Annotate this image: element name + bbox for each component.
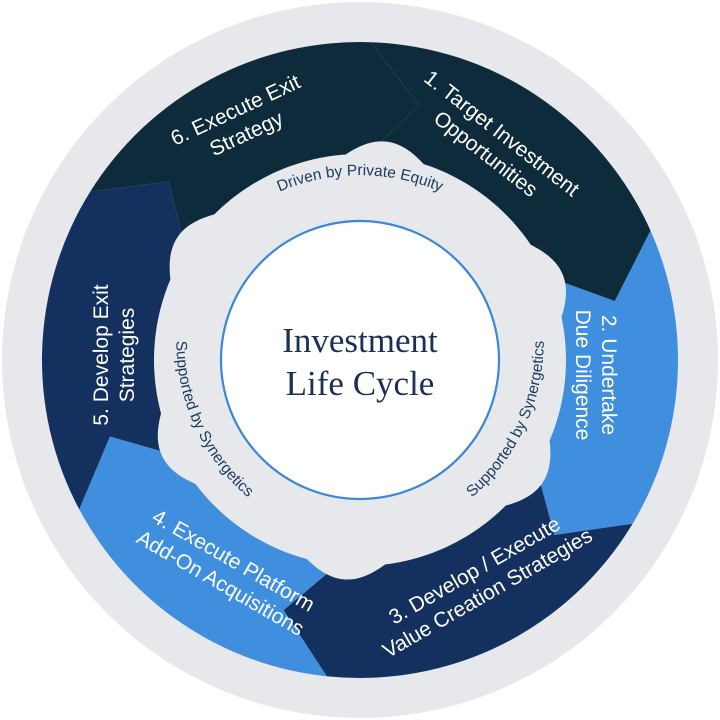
center-title-line-2: Life Cycle	[286, 364, 435, 403]
center-circle-border	[219, 219, 501, 501]
stage-5-segment	[42, 181, 187, 510]
stage-1-segment	[367, 42, 651, 302]
center-circle	[221, 221, 499, 499]
center-title-line-1: Investment	[282, 321, 438, 360]
stage-5-label-line-1: 5. Develop Exit	[90, 284, 113, 425]
stage-5-label: 5. Develop Exit Strategies	[90, 284, 139, 425]
stage-segments	[42, 41, 679, 679]
stage-2-label-line-1: 2. Undertake	[597, 315, 620, 435]
stage-2-segment	[535, 230, 679, 535]
stage-6-segment	[90, 41, 419, 252]
stage-4-segment	[79, 436, 339, 677]
stage-5-label-line-2: Strategies	[116, 308, 139, 403]
stage-3-segment	[283, 465, 633, 679]
stage-2-label-line-2: Due Diligence	[571, 310, 594, 441]
stage-2-label: 2. Undertake Due Diligence	[571, 310, 620, 441]
